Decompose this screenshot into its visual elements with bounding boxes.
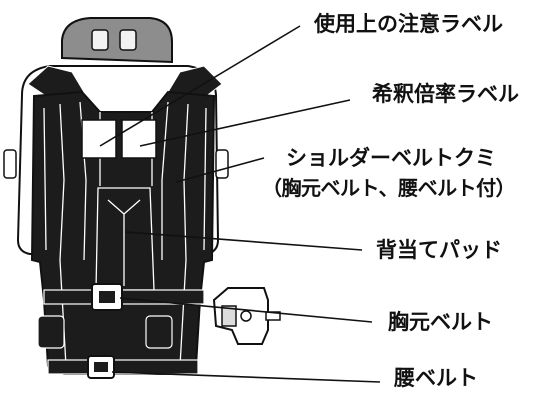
waist-belt-buckle-slot [94,362,108,372]
leader-back-pad [125,231,363,251]
tank-side-knob-right [215,149,229,179]
chest-belt-buckle-slot [99,291,115,303]
leader-chest-belt [119,297,373,323]
tank-cap [61,17,173,64]
back-pad-center-fold [107,199,141,286]
leader-dilution-label [139,99,351,147]
leader-lines [99,25,381,383]
pump-nut [240,310,252,322]
callout-chest-belt: 胸元ベルト [388,310,493,334]
lower-pad-right [145,315,173,349]
strap-seams [43,101,207,367]
pump-handle [221,305,237,327]
callout-waist-belt: 腰ベルト [394,366,478,390]
waist-belt-strap [47,359,199,375]
leader-caution-label [99,25,301,147]
back-pad [95,187,155,291]
callout-back-pad: 背当てパッド [376,238,502,262]
cap-slot-right [119,29,137,51]
callout-shoulder-belt-note: （胸元ベルト、腰ベルト付） [262,176,516,200]
dilution-label-panel [121,119,157,159]
chest-belt-strap [43,289,205,305]
callout-caution-label: 使用上の注意ラベル [314,12,503,36]
leader-shoulder-belt [175,157,265,183]
tank-side-knob-left [3,149,17,179]
callout-dilution-label: 希釈倍率ラベル [372,82,519,106]
lower-pad-left [37,315,65,349]
callout-shoulder-belt: ショルダーベルトクミ [286,146,496,170]
cap-slot-left [91,29,109,51]
leader-waist-belt [111,371,381,383]
